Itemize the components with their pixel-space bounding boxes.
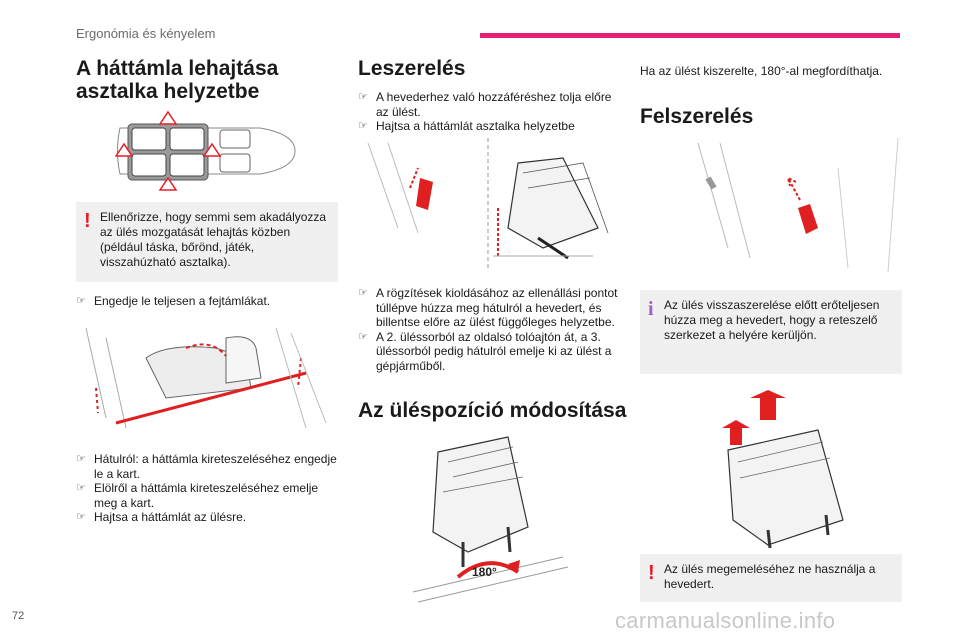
- list-item: ☞Hátulról: a háttámla kireteszeléséhez e…: [76, 452, 337, 481]
- exclamation-icon: !: [648, 562, 655, 584]
- section-title-removal: Leszerelés: [358, 57, 466, 80]
- list-item: ☞Engedje le teljesen a fejtámlákat.: [76, 294, 271, 308]
- list-item: ☞A rögzítések kioldásához az ellenállási…: [358, 286, 618, 329]
- figure-seat-installation: [688, 138, 902, 272]
- pointing-finger-icon: ☞: [358, 120, 368, 132]
- section-title-seat-position: Az üléspozíció módosítása: [358, 399, 627, 422]
- pointing-finger-icon: ☞: [358, 91, 368, 103]
- instruction-list-headrests: ☞Engedje le teljesen a fejtámlákat.: [76, 294, 338, 309]
- section-title-fold-backrest: A háttámla lehajtása asztalka helyzetbe: [76, 57, 279, 103]
- rotate-label: 180°: [472, 565, 497, 579]
- instruction-list-removal-b: ☞A rögzítések kioldásához az ellenállási…: [358, 286, 620, 373]
- pointing-finger-icon: ☞: [76, 453, 86, 465]
- warning-text: Az ülés megemeléséhez ne használja a hev…: [664, 562, 876, 591]
- rotate-intro-text: Ha az ülést kiszerelte, 180°-al megfordí…: [640, 64, 883, 78]
- list-item: ☞Hajtsa a háttámlát az ülésre.: [76, 510, 247, 524]
- info-box-strap: i Az ülés visszaszerelése előtt erőtelje…: [640, 290, 902, 374]
- list-item: ☞A hevederhez való hozzáféréshez tolja e…: [358, 90, 612, 119]
- warning-text: Ellenőrizze, hogy semmi sem akadályozza …: [100, 210, 327, 269]
- header-accent-bar: [480, 33, 900, 38]
- info-text: Az ülés visszaszerelése előtt erőteljese…: [664, 298, 880, 342]
- instruction-list-levers: ☞Hátulról: a háttámla kireteszeléséhez e…: [76, 452, 338, 525]
- warning-box-obstruction: ! Ellenőrizze, hogy semmi sem akadályozz…: [76, 202, 338, 282]
- list-item: ☞A 2. üléssorból az oldalsó tolóajtón át…: [358, 329, 612, 373]
- exclamation-icon: !: [84, 210, 91, 232]
- figure-backrest-folding: [76, 318, 338, 436]
- pointing-finger-icon: ☞: [358, 287, 368, 299]
- info-i-icon: i: [648, 298, 654, 320]
- section-header: Ergonómia és kényelem: [76, 26, 216, 41]
- figure-seat-rotate: 180°: [408, 432, 570, 604]
- figure-seat-removal: [358, 138, 620, 270]
- page-number: 72: [12, 610, 25, 622]
- warning-box-no-strap: ! Az ülés megemeléséhez ne használja a h…: [640, 554, 902, 602]
- list-item: ☞Elölről a háttámla kireteszeléséhez eme…: [76, 481, 319, 510]
- section-title-installation: Felszerelés: [640, 105, 754, 128]
- pointing-finger-icon: ☞: [358, 330, 368, 343]
- figure-seat-lift: [708, 390, 858, 550]
- pointing-finger-icon: ☞: [76, 295, 86, 307]
- pointing-finger-icon: ☞: [76, 511, 86, 523]
- pointing-finger-icon: ☞: [76, 482, 86, 494]
- watermark-text: carmanualsonline.info: [615, 608, 836, 633]
- instruction-list-removal-a: ☞A hevederhez való hozzáféréshez tolja e…: [358, 90, 620, 134]
- list-item: ☞Hajtsa a háttámlát asztalka helyzetbe: [358, 119, 575, 133]
- figure-seat-layout-topview: [110, 108, 300, 194]
